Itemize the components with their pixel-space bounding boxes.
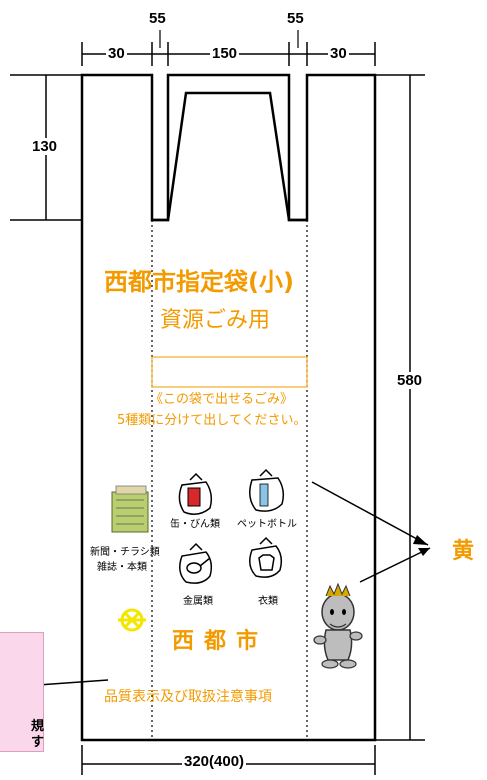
metals-icon — [179, 542, 213, 584]
dim-bag-height: 580 — [395, 372, 425, 389]
bag-subtitle: 資源ごみ用 — [160, 308, 271, 333]
arrow-to-color-1 — [311, 481, 429, 546]
dim-handle-height: 130 — [30, 138, 60, 155]
side-note-box: 規 す — [0, 632, 44, 752]
category-magazine: 雑誌・本類 — [97, 562, 147, 573]
newspaper-icon — [111, 485, 149, 533]
info-text: 5種類に分けて出してください。 — [117, 413, 307, 428]
handle-cutout — [152, 91, 307, 222]
clothing-icon — [249, 536, 283, 578]
arrow-to-color-2 — [359, 547, 431, 583]
dim-handle-left: 55 — [147, 10, 168, 27]
quality-label: 品質表示及び取扱注意事項 — [104, 689, 272, 705]
dim-bag-width: 320(400) — [182, 753, 247, 770]
category-pet-bottles: ペットボトル — [237, 519, 297, 530]
pet-bottles-icon — [249, 468, 285, 512]
dim-handle-right: 55 — [285, 10, 306, 27]
category-metals: 金属類 — [183, 596, 213, 607]
category-newspaper: 新聞・チラシ類 — [90, 547, 160, 558]
bag-title: 西都市指定袋(小) — [104, 268, 294, 296]
category-cans-bottles: 缶・びん類 — [170, 519, 220, 530]
dim-side-left: 30 — [106, 45, 127, 62]
side-note-text: 規 す — [31, 719, 45, 750]
city-name: 西都市 — [172, 629, 269, 654]
mascot-icon — [313, 582, 363, 669]
cans-bottles-icon — [178, 472, 213, 515]
info-heading: 《この袋で出せるごみ》 — [150, 392, 294, 407]
blank-frame — [151, 356, 308, 388]
color-annotation: 黄 — [452, 539, 475, 564]
dim-side-right: 30 — [328, 45, 349, 62]
dim-center-opening: 150 — [210, 45, 240, 62]
city-emblem-icon — [118, 608, 146, 632]
category-clothing: 衣類 — [258, 596, 278, 607]
